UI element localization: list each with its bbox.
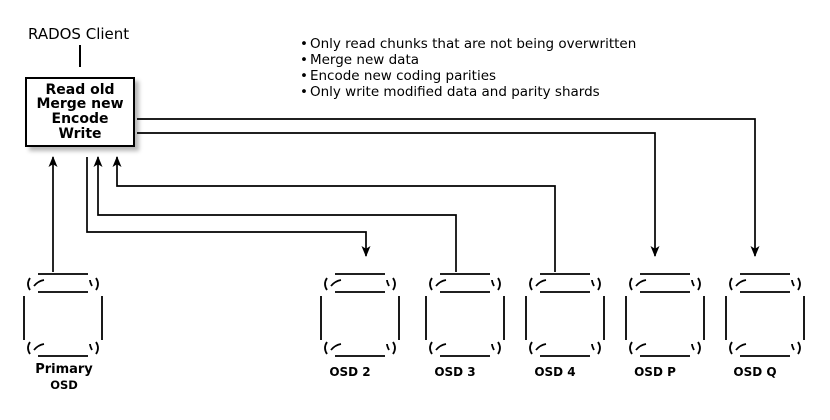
osd-label-osd-q: OSD Q [733,365,777,379]
operation-line-write: Write [58,125,102,142]
osd-cylinder-primary [23,273,103,357]
osd-label-osd-4: OSD 4 [534,365,576,379]
rados-client-title: RADOS Client [28,25,130,43]
bullet-list: Only read chunks that are not being over… [300,36,770,101]
osd-label-osd-3: OSD 3 [434,365,476,379]
write-path-osd-p [137,132,660,257]
bullet-item-1: Only read chunks that are not being over… [300,36,770,53]
client-connector-line [79,45,81,67]
bullet-item-2: Merge new data [300,52,770,69]
read-path-osd-4 [112,156,556,272]
write-path-osd-q [137,118,760,257]
osd-label-osd-2: OSD 2 [329,365,371,379]
osd-cylinder-osd-p [625,273,705,357]
osd-cylinder-osd-3 [425,273,505,357]
osd-label-osd-p: OSD P [634,365,676,379]
osd-cylinder-osd-4 [525,273,605,357]
operation-box: Read old Merge new Encode Write [25,77,135,147]
osd-cylinder-osd-2 [320,273,400,357]
primary-osd-label-line2: OSD [50,378,78,392]
write-path-osd-2 [86,157,371,257]
operation-line-merge-new: Merge new [36,96,124,113]
read-path-osd-3 [93,156,457,272]
osd-cylinder-osd-q [725,273,805,357]
operation-line-encode: Encode [51,111,109,127]
operation-line-read-old: Read old [45,81,115,98]
bullet-item-3: Encode new coding parities [300,68,770,85]
primary-osd-label-line1: Primary [35,362,93,377]
bullet-item-4: Only write modified data and parity shar… [300,84,770,101]
